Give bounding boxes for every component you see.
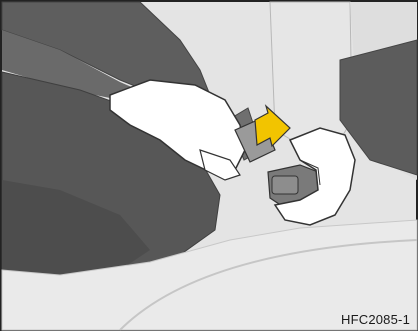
figure-code: HFC2085-1 [341,312,410,327]
buckle-button [272,176,298,194]
